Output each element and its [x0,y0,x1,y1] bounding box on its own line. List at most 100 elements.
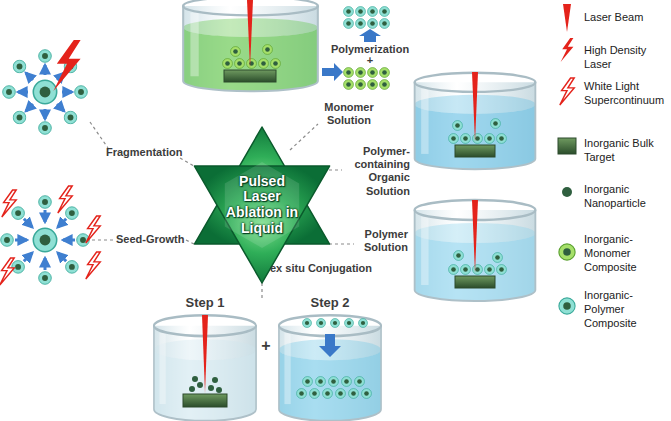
spoke-lines [329,169,342,170]
seed-growth-cluster [86,252,100,279]
step2-beaker [303,377,313,387]
step1-beaker [154,315,256,421]
polymerization-particles [344,80,354,90]
polymer-beaker [454,251,464,261]
seed-growth-cluster [86,216,100,243]
seed-growth-cluster [12,261,25,274]
legend-text: High Density Laser [584,44,670,72]
seed-growth-cluster [33,228,56,251]
spoke-lines [290,124,318,150]
monomer-beaker [247,0,253,68]
polymerization-particles [380,68,390,78]
legend-text: Laser Beam [584,11,670,25]
seed-growth-cluster [0,186,100,285]
organic-beaker [453,121,463,131]
polymerization-particles [380,7,390,17]
legend-samples [560,78,574,105]
spoke-lines [186,240,194,244]
step2-beaker [362,389,372,399]
fragmentation-cluster [26,104,33,111]
organic-beaker [415,72,536,169]
organic-beaker [485,134,495,144]
legend-samples [558,138,576,154]
spoke-lines [180,158,194,166]
polymer-beaker [449,265,459,275]
step1-beaker [208,385,214,391]
polymerization-particles [368,7,378,17]
polymerization-particles [344,19,354,29]
step2-beaker [303,319,312,328]
legend-samples [561,38,574,62]
fragmentation-cluster [13,60,26,73]
step2-beaker [355,377,365,387]
step1-beaker [189,386,195,392]
fragmentation-cluster [18,91,28,94]
fragmentation-cluster [44,109,47,119]
method-label: Fragmentation [106,146,186,159]
monomer-beaker [247,59,257,69]
organic-beaker [491,119,501,129]
spoke-lines [90,122,108,148]
fragmentation-cluster [3,40,88,134]
step2-beaker [349,389,359,399]
legend-text: Inorganic Nanoparticle [584,183,670,211]
step2-beaker [279,315,381,421]
fragmentation-cluster [64,111,77,124]
legend-samples [558,4,576,314]
polymer-beaker [461,265,471,275]
step2-beaker [331,319,340,328]
polymerization-particles [368,68,378,78]
method-label: Seed-Growth [116,233,188,246]
legend-text: White Light Supercontinuum [584,80,670,108]
step2-beaker [329,377,339,387]
step2-beaker [279,315,381,421]
organic-beaker [415,73,536,169]
seed-growth-cluster [0,258,14,285]
step2-beaker [316,377,326,387]
monomer-beaker [224,70,276,82]
legend-text: Inorganic Bulk Target [584,137,670,165]
step1-beaker [212,377,218,383]
polymer-beaker [497,265,507,275]
step2-beaker [317,319,326,328]
seed-growth-cluster [39,272,52,285]
monomer-beaker [231,47,241,57]
step2-beaker [345,319,354,328]
hexagram-star: Pulsed Laser Ablation in Liquid [184,127,340,283]
method-label: Polymer-containing Organic Solution [336,145,410,198]
seed-growth-cluster [58,219,66,228]
method-label: Polymer Solution [350,228,408,254]
seed-growth-cluster [66,207,79,220]
organic-beaker [473,134,483,144]
organic-beaker [449,134,459,144]
spoke-lines [261,283,262,300]
step2-beaker [310,389,320,399]
polymer-beaker [473,265,483,275]
fragmentation-cluster [26,73,33,80]
monomer-beaker [183,0,343,91]
step1-beaker [216,387,222,393]
polymerization-particles [356,19,366,29]
polymerization-particles [356,7,366,17]
step2-beaker [323,389,333,399]
legend-samples [562,187,572,197]
organic-beaker [497,134,507,144]
polymer-beaker [493,253,503,263]
seed-growth-cluster [2,190,16,217]
seed-growth-cluster [44,258,47,270]
organic-beaker [472,72,478,142]
polymer-beaker [415,200,536,301]
polymerization-particles [380,80,390,90]
seed-growth-cluster [44,210,47,222]
step1-beaker [154,315,256,421]
step1-beaker [197,382,203,388]
step2-beaker [297,389,307,399]
method-label: ex situ Conjugation [270,262,390,275]
seed-growth-cluster [24,219,33,228]
step1-beaker [202,315,208,393]
fragmentation-cluster [57,104,64,111]
polymerization-particles [356,68,366,78]
fragmentation-cluster [39,122,52,135]
